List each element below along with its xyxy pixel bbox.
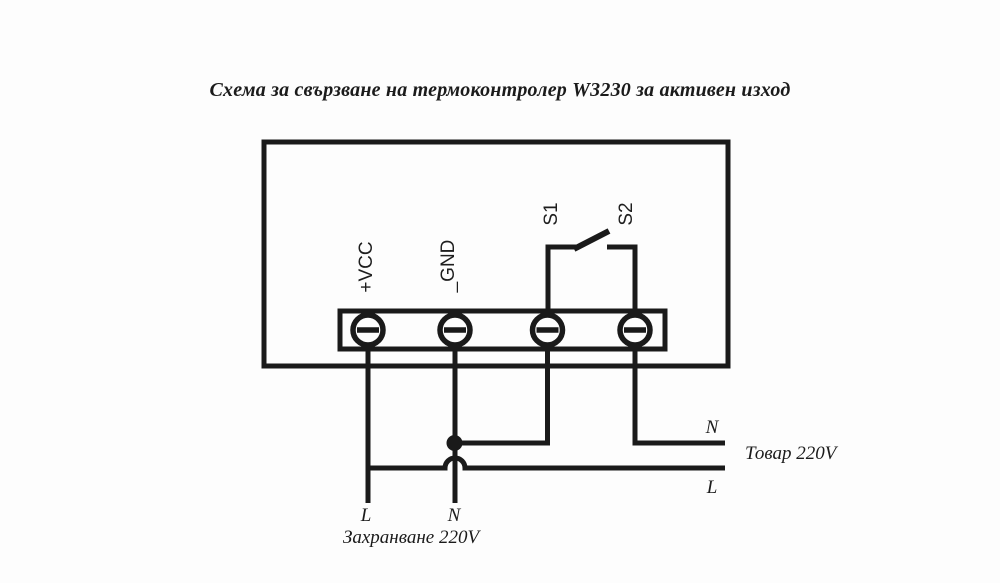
load-n-label: N (705, 417, 719, 438)
supply-caption: Захранване 220V (342, 527, 480, 548)
supply-n-label: N (447, 505, 461, 526)
wire-s1-to-junction (454, 350, 550, 446)
terminal-label-vcc: +VCC (356, 241, 377, 293)
switch-s1-s2 (545, 228, 638, 311)
wire-l-branch-with-hop (368, 455, 725, 471)
terminal-label-s1: S1 (541, 202, 562, 226)
screw-terminals (350, 312, 653, 348)
switch-blade (572, 228, 611, 252)
load-caption: Товар 220V (745, 443, 837, 464)
junction-dot (446, 435, 463, 451)
terminal-label-gnd: _GND (438, 239, 459, 293)
diagram-title: Схема за свързване на термоконтролер W32… (209, 79, 791, 101)
supply-l-label: L (360, 505, 372, 526)
switch-left-lead (545, 244, 576, 311)
terminal-label-s2: S2 (616, 202, 637, 226)
terminal-strip (337, 308, 668, 352)
switch-right-lead (607, 244, 638, 311)
controller-box (261, 139, 731, 369)
load-l-label: L (706, 477, 718, 498)
wire-s2-to-load-n (632, 350, 725, 446)
